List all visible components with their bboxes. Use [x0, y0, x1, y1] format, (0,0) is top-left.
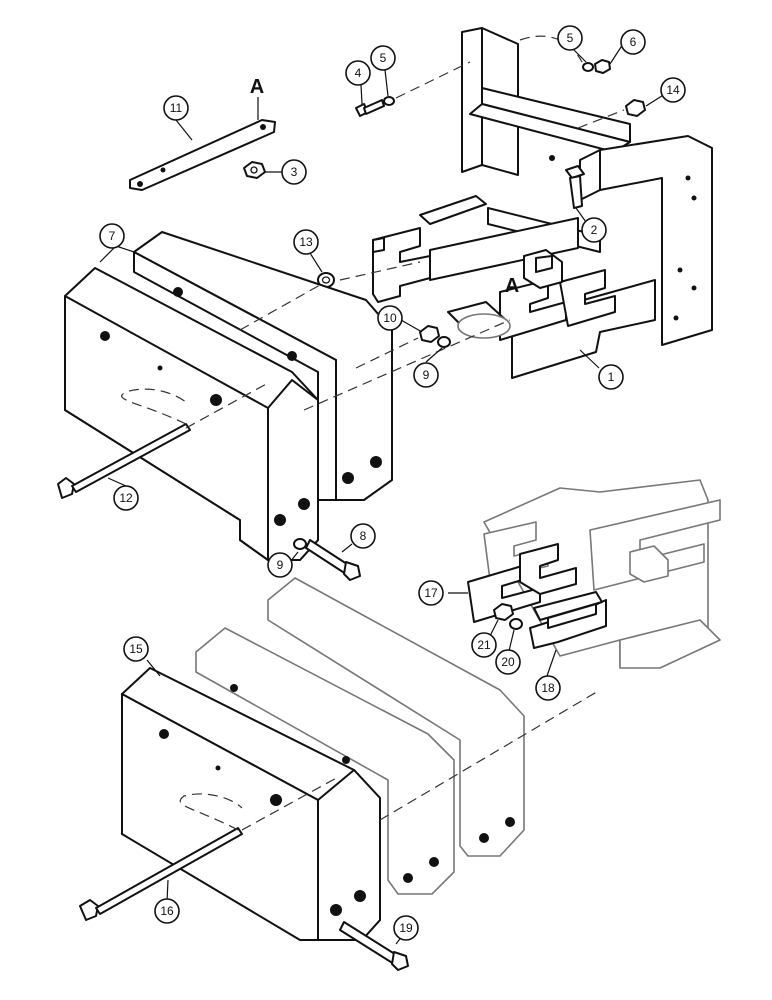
svg-text:19: 19	[399, 921, 413, 935]
callout-9-middle: 9	[413, 362, 439, 388]
reference-letter-a-upper: A	[250, 76, 264, 98]
reference-letter-a-lower: A	[505, 275, 519, 297]
callout-13: 13	[293, 229, 319, 255]
washer-middle	[437, 336, 451, 348]
long-tie-rod	[57, 423, 191, 499]
svg-text:14: 14	[666, 83, 680, 97]
callout-14: 14	[660, 77, 686, 103]
callout-5-left: 5	[370, 45, 396, 71]
callout-1: 1	[598, 364, 624, 390]
svg-text:5: 5	[380, 51, 387, 65]
callout-10: 10	[377, 305, 403, 331]
nut-lower	[493, 603, 514, 621]
rear-weight-ghost	[267, 577, 525, 857]
svg-text:11: 11	[170, 101, 183, 115]
washer-right	[582, 62, 594, 72]
hex-bolt	[565, 165, 585, 209]
front-weight-block	[64, 267, 319, 561]
callout-7: 7	[99, 223, 125, 249]
lock-nut	[243, 161, 266, 179]
nut-middle	[419, 325, 440, 343]
callout-5-right: 5	[557, 25, 583, 51]
callout-19: 19	[393, 915, 419, 941]
svg-text:3: 3	[291, 165, 298, 179]
front-weight-block-lower	[121, 667, 381, 941]
svg-text:17: 17	[424, 586, 438, 600]
callout-21: 21	[471, 632, 497, 658]
svg-text:20: 20	[501, 655, 515, 669]
long-tie-rod-lower	[79, 827, 243, 921]
weight-bracket	[372, 27, 713, 379]
slotted-plate	[467, 543, 577, 623]
callout-12: 12	[113, 485, 139, 511]
nut-top	[594, 59, 611, 74]
small-bolt	[355, 99, 385, 117]
svg-text:21: 21	[477, 638, 491, 652]
callout-15: 15	[123, 636, 149, 662]
callout-8: 8	[350, 523, 376, 549]
svg-text:5: 5	[567, 31, 574, 45]
bolt-lower	[339, 921, 409, 971]
callout-2: 2	[581, 217, 607, 243]
svg-text:16: 16	[160, 904, 174, 918]
callout-20: 20	[495, 649, 521, 675]
nut-right	[625, 99, 646, 117]
callout-9-lower: 9	[267, 552, 293, 578]
washer-left	[383, 96, 395, 106]
washer-lower-upper	[293, 538, 307, 550]
svg-text:9: 9	[277, 558, 284, 572]
callout-4: 4	[345, 60, 371, 86]
link-bar	[129, 119, 276, 191]
svg-text:2: 2	[591, 223, 598, 237]
svg-text:12: 12	[119, 491, 133, 505]
svg-text:18: 18	[541, 681, 555, 695]
svg-text:8: 8	[360, 529, 367, 543]
svg-text:7: 7	[109, 229, 116, 243]
clamp-block	[529, 591, 607, 649]
callout-3: 3	[281, 159, 307, 185]
callout-6: 6	[620, 29, 646, 55]
washer-lower	[509, 618, 523, 630]
callout-11: 11	[163, 95, 189, 121]
callout-18: 18	[535, 675, 561, 701]
callout-16: 16	[154, 898, 180, 924]
svg-text:13: 13	[299, 235, 313, 249]
middle-weight-ghost	[195, 627, 455, 895]
svg-text:4: 4	[355, 66, 362, 80]
bolt-lower-upper	[305, 539, 361, 581]
svg-text:15: 15	[129, 642, 143, 656]
callout-17: 17	[418, 580, 444, 606]
svg-text:1: 1	[608, 370, 615, 384]
svg-text:9: 9	[423, 368, 430, 382]
svg-text:6: 6	[630, 35, 637, 49]
svg-text:10: 10	[383, 311, 397, 325]
